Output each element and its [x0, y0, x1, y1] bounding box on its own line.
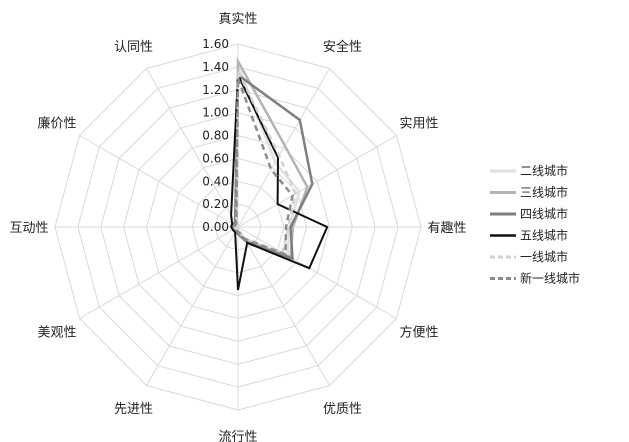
axis-label: 廉价性 — [37, 116, 76, 132]
axis-label: 先进性 — [114, 402, 153, 417]
axis-label: 真实性 — [218, 12, 257, 27]
tick-label: 1.40 — [202, 60, 229, 74]
series-line-3 — [230, 74, 329, 291]
grid-spoke-11 — [146, 68, 239, 228]
tick-label: 0.80 — [202, 129, 229, 143]
grid-spoke-1 — [237, 68, 330, 228]
grid-spoke-8 — [79, 226, 239, 319]
tick-label: 1.00 — [202, 106, 229, 120]
legend-label: 一线城市 — [520, 249, 568, 264]
series-lines — [230, 56, 329, 291]
axis-label: 实用性 — [399, 117, 438, 132]
axis-label: 认同性 — [114, 40, 153, 55]
axis-label: 优质性 — [323, 402, 362, 417]
legend-label: 新一线城市 — [520, 271, 580, 286]
axis-label: 有趣性 — [427, 221, 466, 236]
legend-label: 五线城市 — [520, 228, 568, 243]
legend-label: 四线城市 — [520, 206, 568, 221]
grid-spoke-7 — [146, 226, 239, 386]
tick-label: 1.60 — [202, 37, 229, 51]
axis-label: 方便性 — [399, 325, 438, 341]
grid-spoke-5 — [237, 226, 330, 386]
tick-label: 0.60 — [202, 151, 229, 165]
series-line-2 — [231, 72, 314, 261]
axis-label: 流行性 — [218, 430, 257, 442]
tick-label: 0.20 — [202, 197, 229, 211]
axis-label: 美观性 — [37, 326, 76, 341]
axis-label: 互动性 — [9, 221, 48, 236]
grid-spoke-10 — [79, 135, 239, 228]
tick-label: 0.00 — [202, 220, 229, 234]
radar-grid — [54, 43, 422, 411]
radial-ticks: 0.00 0.20 0.40 0.60 0.80 1.00 1.20 1.40 1.60 — [202, 37, 229, 234]
tick-label: 0.40 — [202, 174, 229, 188]
series-line-5 — [233, 77, 294, 257]
tick-label: 1.20 — [202, 83, 229, 97]
legend-label: 三线城市 — [520, 185, 568, 200]
grid-spoke-2 — [237, 135, 397, 228]
axis-label: 安全性 — [323, 39, 362, 55]
grid-spoke-4 — [237, 226, 397, 319]
legend-label: 二线城市 — [520, 163, 568, 178]
